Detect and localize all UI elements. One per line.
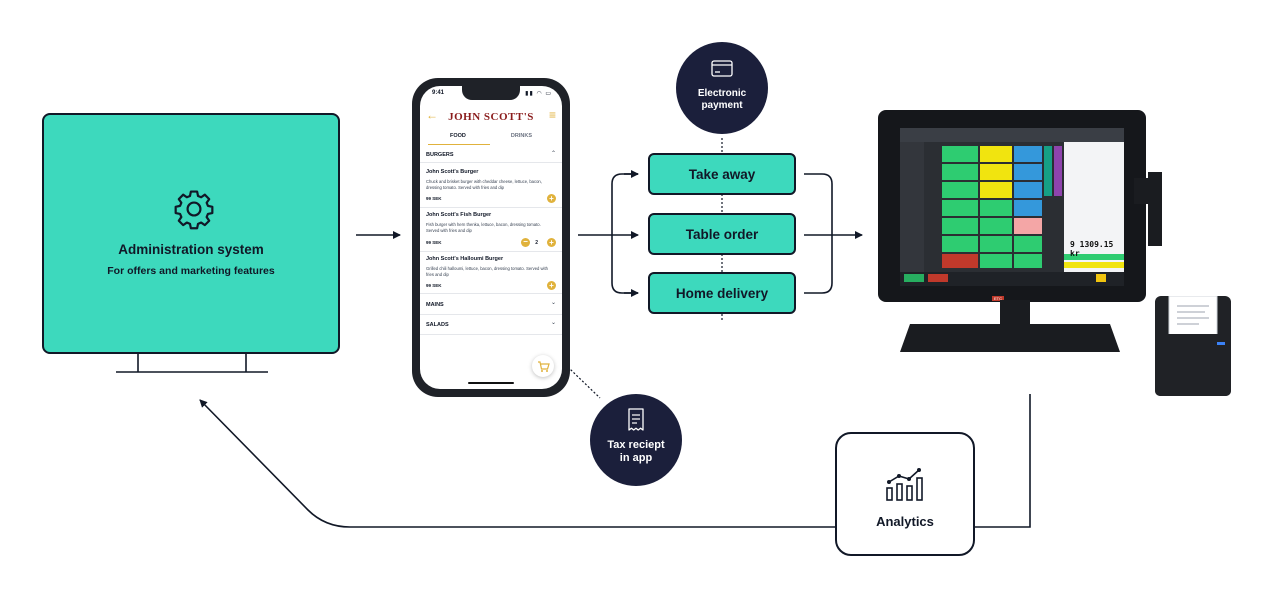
printer-body: [1155, 295, 1231, 396]
chevron-up-icon[interactable]: ⌃: [550, 151, 556, 157]
tax-receipt-circle: Tax reciept in app: [590, 394, 682, 486]
phone-screen: 9:41 ▮▮ ◠ ▭ ← JOHN SCOTT'S ≡ FOOD DRINKS…: [420, 86, 562, 389]
home-delivery-box: Home delivery: [648, 272, 796, 314]
divider: [420, 314, 562, 315]
bracket-right: [804, 173, 833, 294]
menu-icon[interactable]: ≡: [548, 108, 556, 122]
admin-stand: [116, 354, 268, 373]
receipt-label-line2: in app: [619, 452, 653, 464]
pos-brand: ETC: [992, 296, 1004, 301]
receipt-label-line1: Tax reciept: [607, 439, 665, 451]
item-name: John Scott's Burger: [426, 169, 479, 175]
card-reader: [1134, 172, 1162, 246]
section-burgers[interactable]: BURGERS: [426, 152, 454, 158]
divider: [420, 334, 562, 335]
gear-icon: [174, 190, 214, 230]
home-indicator: [468, 382, 514, 384]
admin-system-screen: Administration system For offers and mar…: [42, 113, 340, 354]
add-item-button[interactable]: +: [547, 281, 556, 290]
item-name: John Scott's Halloumi Burger: [426, 256, 504, 262]
section-mains[interactable]: MAINS: [426, 302, 444, 308]
bar-chart-icon: [886, 468, 923, 501]
payment-label-line1: Electronic: [697, 88, 747, 99]
divider: [420, 293, 562, 294]
tab-food[interactable]: FOOD: [450, 133, 466, 139]
phone-notch: [462, 86, 520, 100]
credit-card-icon: [711, 60, 733, 77]
active-tab-indicator: [428, 144, 490, 145]
take-away-box: Take away: [648, 153, 796, 195]
bracket-left: [611, 173, 638, 294]
item-desc: Fish burger with hern thenka, lettuce, b…: [426, 222, 541, 233]
item-price: 99 SEK: [426, 283, 442, 288]
add-item-button[interactable]: +: [547, 194, 556, 203]
analytics-label: Analytics: [876, 514, 934, 529]
item-price: 99 SEK: [426, 196, 442, 201]
pos-grid: [900, 128, 1124, 286]
analytics-loop: [975, 394, 1031, 528]
cart-button[interactable]: [532, 355, 554, 377]
admin-title: Administration system: [118, 242, 264, 257]
back-arrow-icon[interactable]: ←: [426, 108, 438, 122]
pos-total: 9 1309.15 kr: [1070, 240, 1114, 258]
phone-tabs: FOOD DRINKS: [420, 130, 562, 145]
analytics-to-admin: [199, 399, 835, 528]
divider: [420, 207, 562, 208]
payment-label-line2: payment: [701, 100, 743, 111]
receipt-printer: [1155, 295, 1231, 396]
remove-item-button[interactable]: −: [521, 238, 530, 247]
item-desc: Chuck and brisket burger with cheddar ch…: [426, 179, 542, 190]
divider: [420, 162, 562, 163]
signal-icon: ▮▮ ◠ ▭: [525, 91, 552, 97]
add-item-button[interactable]: +: [547, 238, 556, 247]
divider: [420, 251, 562, 252]
phone-time: 9:41: [432, 90, 445, 96]
receipt-icon: [628, 408, 644, 431]
chevron-down-icon[interactable]: ⌄: [550, 320, 556, 326]
item-name: John Scott's Fish Burger: [426, 212, 492, 218]
electronic-payment-circle: Electronic payment: [676, 42, 768, 134]
section-salads[interactable]: SALADS: [426, 322, 449, 328]
pos-stand: [900, 300, 1120, 352]
restaurant-logo: JOHN SCOTT'S: [448, 111, 534, 123]
item-desc: Grilled chili halloumi, lettuce, bacon, …: [426, 266, 548, 277]
table-order-box: Table order: [648, 213, 796, 255]
item-price: 99 SEK: [426, 240, 442, 245]
tab-drinks[interactable]: DRINKS: [510, 133, 532, 139]
pos-terminal: 9 1309.15 kr ETC: [878, 110, 1146, 302]
item-quantity: 2: [535, 240, 538, 246]
admin-subtitle: For offers and marketing features: [107, 265, 275, 277]
chevron-down-icon[interactable]: ⌄: [550, 300, 556, 306]
cart-icon: [538, 361, 550, 372]
analytics-box: Analytics: [835, 432, 975, 556]
pos-screen: 9 1309.15 kr: [900, 128, 1124, 286]
customer-phone: 9:41 ▮▮ ◠ ▭ ← JOHN SCOTT'S ≡ FOOD DRINKS…: [412, 78, 570, 397]
